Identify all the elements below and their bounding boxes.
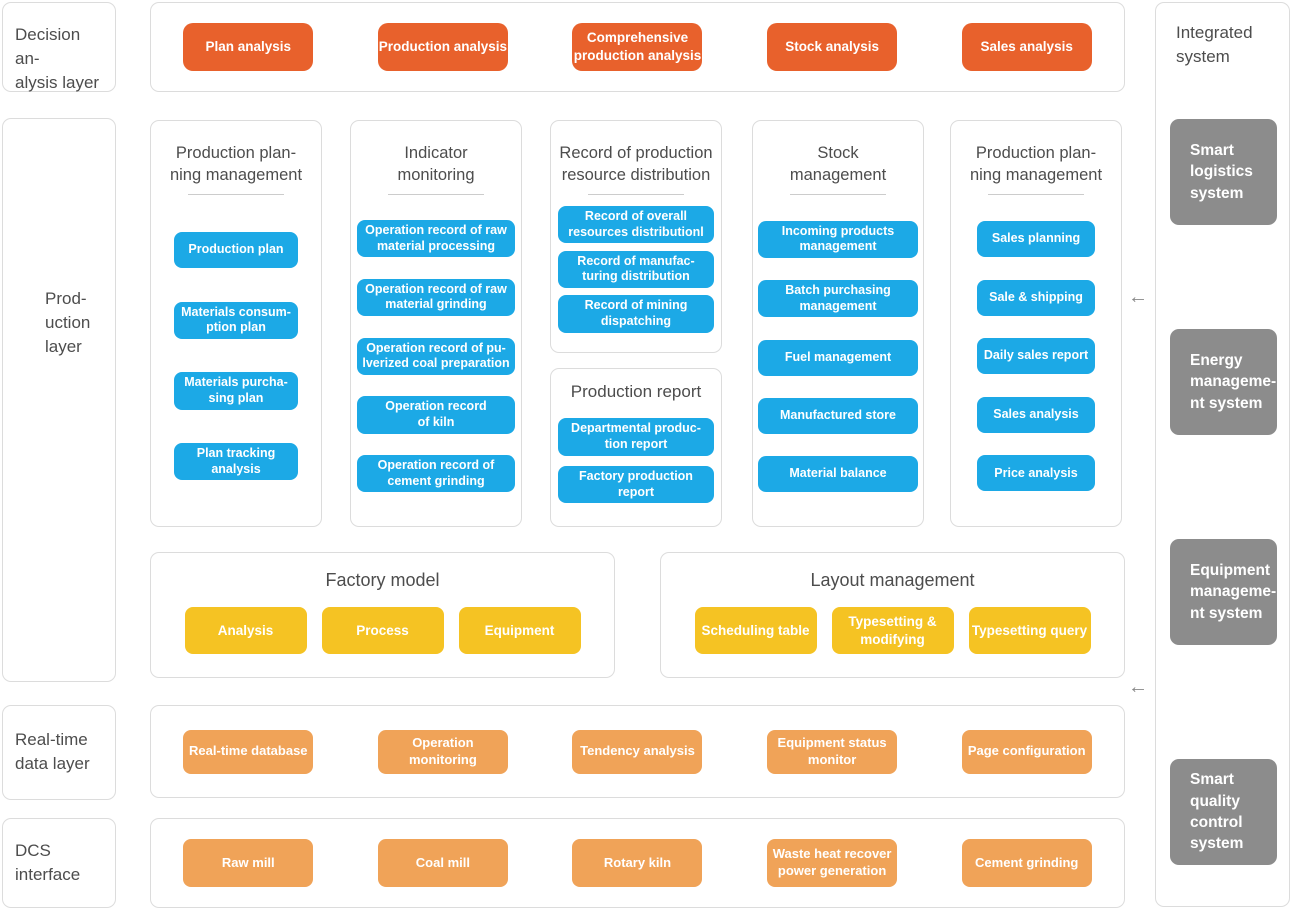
node-departmental-production-report: Departmental produc- tion report (558, 418, 714, 456)
node-sales-planning: Sales planning (977, 221, 1095, 258)
integrated-system-title: Integrated system (1176, 23, 1253, 67)
node-raw-mill: Raw mill (183, 839, 314, 887)
panel-production-report: Production report Departmental produc- t… (550, 368, 722, 527)
layer-label-dcs-interface: DCS interface (15, 841, 81, 885)
panel-sales-management: Production plan- ning management Sales p… (950, 120, 1122, 527)
node-production-plan: Production plan (174, 232, 298, 269)
node-typesetting-modifying: Typesetting & modifying (831, 607, 954, 655)
node-equipment: Equipment (458, 607, 581, 655)
node-factory-production-report: Factory production report (558, 466, 714, 504)
panel-title: Layout management (810, 570, 975, 590)
node-sales-analysis-blue: Sales analysis (977, 396, 1095, 433)
node-realtime-database: Real-time database (183, 729, 314, 774)
node-material-balance: Material balance (758, 455, 918, 492)
panel-title: Factory model (325, 570, 440, 590)
left-arrow-icon: ← (1128, 286, 1148, 308)
title-underline (188, 193, 284, 195)
title-underline (588, 193, 684, 195)
layer-label-realtime-data: Real-time data layer (15, 730, 90, 774)
panel-title: Indicator monitoring (397, 144, 475, 185)
node-rotary-kiln: Rotary kiln (572, 839, 703, 887)
node-cement-grinding: Cement grinding (961, 839, 1092, 887)
layer-box-realtime-data: Real-time data layer (2, 705, 116, 800)
node-sale-and-shipping: Sale & shipping (977, 279, 1095, 316)
decision-analysis-row: Plan analysis Production analysis Compre… (150, 2, 1125, 92)
node-record-mining-dispatching: Record of mining dispatching (558, 295, 714, 333)
panel-factory-model: Factory model Analysis Process Equipment (150, 552, 615, 678)
node-materials-purchasing-plan: Materials purcha- sing plan (174, 372, 298, 410)
node-record-overall-resources-distribution: Record of overall resources distribution… (558, 205, 714, 244)
node-manufactured-store: Manufactured store (758, 397, 918, 434)
node-plan-analysis: Plan analysis (183, 23, 314, 71)
node-operation-monitoring: Operation monitoring (377, 729, 508, 774)
node-typesetting-query: Typesetting query (968, 607, 1091, 655)
node-sales-analysis: Sales analysis (961, 23, 1092, 71)
panel-layout-management: Layout management Scheduling table Types… (660, 552, 1125, 678)
panel-integrated-system: Integrated system Smart logistics system… (1155, 2, 1290, 907)
node-coal-mill: Coal mill (377, 839, 508, 887)
node-record-manufacturing-distribution: Record of manufac- turing distribution (558, 250, 714, 288)
node-op-record-raw-material-processing: Operation record of raw material process… (357, 220, 515, 258)
node-comprehensive-production-analysis: Comprehensive production analysis (572, 23, 703, 71)
node-equipment-status-monitor: Equipment status monitor (767, 729, 898, 774)
node-fuel-management: Fuel management (758, 339, 918, 376)
panel-title: Production report (570, 382, 702, 401)
panel-stock-management: Stock management Incoming products manag… (752, 120, 924, 527)
layer-label-decision-analysis: Decision an- alysis layer (15, 25, 100, 93)
node-tendency-analysis: Tendency analysis (572, 729, 703, 774)
title-underline (790, 193, 886, 195)
panel-indicator-monitoring: Indicator monitoring Operation record of… (350, 120, 522, 527)
panel-title: Production plan- ning management (969, 144, 1103, 185)
node-smart-logistics-system: Smart logistics system (1170, 119, 1277, 225)
layer-box-dcs-interface: DCS interface (2, 818, 116, 908)
panel-title: Stock management (789, 144, 887, 185)
node-materials-consumption-plan: Materials consum- ption plan (174, 301, 298, 339)
node-plan-tracking-analysis: Plan tracking analysis (174, 443, 298, 481)
node-waste-heat-recover-power-generation: Waste heat recover power generation (767, 839, 898, 887)
node-op-record-pulverized-coal-preparation: Operation record of pu- lverized coal pr… (357, 337, 515, 375)
panel-record-production-resource-distribution: Record of production resource distributi… (550, 120, 722, 353)
title-underline (988, 193, 1084, 195)
node-batch-purchasing-management: Batch purchasing management (758, 280, 918, 318)
node-production-analysis: Production analysis (377, 23, 508, 71)
title-underline (388, 193, 484, 195)
panel-title: Production plan- ning management (169, 144, 303, 185)
node-price-analysis: Price analysis (977, 455, 1095, 492)
panel-production-planning-management: Production plan- ning management Product… (150, 120, 322, 527)
node-stock-analysis: Stock analysis (767, 23, 898, 71)
node-daily-sales-report: Daily sales report (977, 338, 1095, 375)
node-process: Process (321, 607, 444, 655)
node-scheduling-table: Scheduling table (694, 607, 817, 655)
node-op-record-cement-grinding: Operation record of cement grinding (357, 455, 515, 493)
node-energy-management-system: Energy manageme- nt system (1170, 329, 1277, 435)
dcs-interface-row: Raw mill Coal mill Rotary kiln Waste hea… (150, 818, 1125, 908)
node-op-record-kiln: Operation record of kiln (357, 396, 515, 434)
layer-box-decision-analysis: Decision an- alysis layer (2, 2, 116, 92)
node-smart-quality-control-system: Smart quality control system (1170, 759, 1277, 865)
panel-title: Record of production resource distributi… (559, 144, 713, 185)
left-arrow-icon: ← (1128, 676, 1148, 698)
realtime-data-row: Real-time database Operation monitoring … (150, 705, 1125, 798)
node-equipment-management-system: Equipment manageme- nt system (1170, 539, 1277, 645)
node-page-configuration: Page configuration (961, 729, 1092, 774)
node-analysis: Analysis (184, 607, 307, 655)
node-op-record-raw-material-grinding: Operation record of raw material grindin… (357, 278, 515, 317)
layer-label-production: Prod- uction layer (45, 289, 91, 357)
layer-box-production: Prod- uction layer (2, 118, 116, 682)
node-incoming-products-management: Incoming products management (758, 220, 918, 258)
